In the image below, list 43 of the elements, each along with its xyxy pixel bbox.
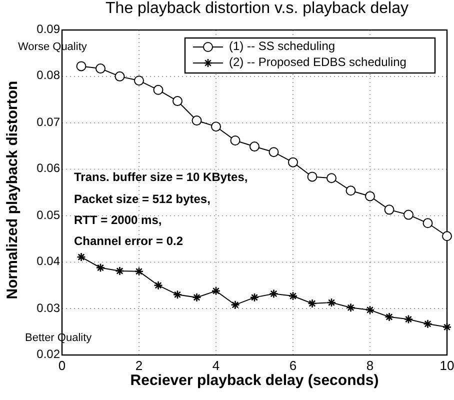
tick-label: 0.07 — [36, 114, 60, 129]
tick-label: 2 — [134, 358, 144, 373]
tick-label: 0.03 — [36, 300, 60, 315]
legend-label: (2) -- Proposed EDBS scheduling — [229, 55, 406, 69]
point — [307, 172, 318, 182]
tick-label: 8 — [365, 358, 375, 373]
tick-label: 0.06 — [36, 161, 60, 176]
point — [192, 116, 202, 126]
point — [346, 186, 356, 196]
legend-label: (1) -- SS scheduling — [229, 39, 336, 53]
point — [288, 157, 298, 168]
tick-label: 4 — [211, 358, 221, 373]
point — [250, 142, 260, 152]
axis-label: Reciever playback delay (seconds) — [129, 372, 380, 389]
point — [230, 136, 240, 146]
tick-label: 0.02 — [36, 347, 60, 361]
point — [326, 173, 336, 184]
tick-label: 0.08 — [36, 68, 60, 82]
tick-label: 6 — [288, 358, 298, 373]
point — [172, 96, 182, 106]
annotation-text: Packet size = 512 bytes, — [74, 192, 210, 206]
tick-label: 0 — [58, 358, 67, 373]
tick-label: 0.09 — [36, 22, 60, 36]
axis-label: Normalized playback distorton — [4, 80, 21, 302]
point — [134, 76, 144, 86]
point — [268, 147, 279, 158]
point — [96, 64, 106, 74]
tick-label: 10 — [438, 358, 454, 373]
annotation-text: Trans. buffer size = 10 KBytes, — [74, 170, 248, 184]
point — [76, 61, 86, 72]
point — [211, 122, 221, 132]
point — [114, 71, 125, 82]
tick-label: 0.04 — [36, 254, 60, 268]
annotation-text: Channel error = 0.2 — [74, 234, 184, 248]
point — [442, 231, 452, 242]
tick-label: 0.05 — [36, 208, 60, 222]
point — [365, 191, 375, 202]
point — [153, 84, 164, 95]
point — [422, 218, 433, 228]
annotation-text: RTT = 2000 ms, — [74, 213, 162, 227]
chart-title: The playback distortion v.s. playback delay — [104, 0, 410, 18]
point — [384, 204, 394, 215]
point — [404, 210, 414, 220]
